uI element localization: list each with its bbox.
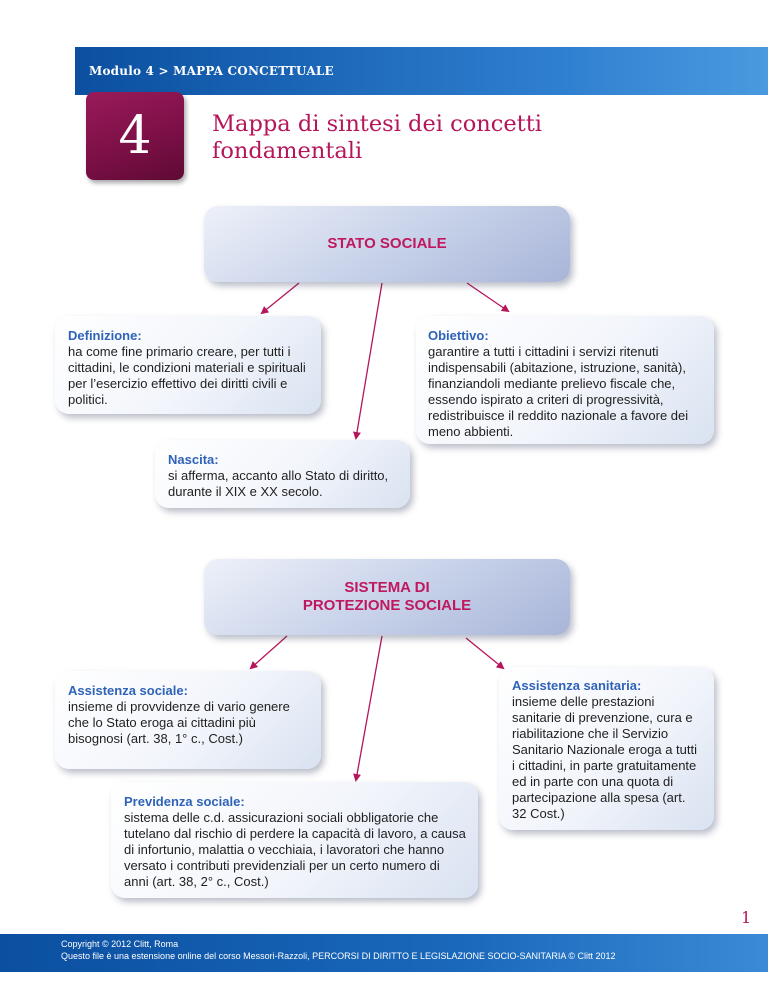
nascita-title: Nascita:: [168, 452, 219, 467]
definizione-title: Definizione:: [68, 328, 142, 343]
stato-sociale-box: STATO SOCIALE: [204, 206, 570, 282]
nascita-card: Nascita: si afferma, accanto allo Stato …: [155, 440, 410, 508]
arrow-to-obiettivo: [466, 282, 510, 313]
previdenza-sociale-card: Previdenza sociale: sistema delle c.d. a…: [111, 782, 478, 898]
protezione-sociale-box: SISTEMA DI PROTEZIONE SOCIALE: [204, 559, 570, 635]
definizione-text: ha come fine primario creare, per tutti …: [68, 344, 306, 407]
previdenza-sociale-title: Previdenza sociale:: [124, 794, 245, 809]
assistenza-sociale-card: Assistenza sociale: insieme di provviden…: [55, 671, 321, 769]
arrow-to-previdenza-sociale: [353, 635, 383, 782]
stato-sociale-heading: STATO SOCIALE: [327, 235, 447, 252]
page-title: Mappa di sintesi dei concetti fondamenta…: [212, 111, 542, 164]
breadcrumb: Modulo 4 > MAPPA CONCETTUALE: [89, 64, 334, 78]
previdenza-sociale-text: sistema delle c.d. assicurazioni sociali…: [124, 810, 466, 889]
arrow-to-nascita: [353, 282, 383, 440]
obiettivo-text: garantire a tutti i cittadini i servizi …: [428, 344, 689, 439]
obiettivo-card: Obiettivo: garantire a tutti i cittadini…: [416, 316, 714, 444]
protezione-heading-line2: PROTEZIONE SOCIALE: [302, 597, 472, 614]
assistenza-sanitaria-text: insieme delle prestazioni sanitarie di p…: [512, 694, 698, 821]
arrow-to-assistenza-sanitaria: [465, 637, 505, 670]
nascita-text: si afferma, accanto allo Stato di diritt…: [168, 468, 389, 499]
assistenza-sanitaria-title: Assistenza sanitaria:: [512, 678, 642, 693]
page-number: 1: [741, 908, 752, 927]
assistenza-sanitaria-card: Assistenza sanitaria: insieme delle pres…: [499, 667, 714, 830]
protezione-heading-line1: SISTEMA DI: [344, 579, 430, 596]
arrow-to-assistenza-sociale: [249, 635, 288, 670]
definizione-card: Definizione: ha come fine primario crear…: [55, 316, 321, 414]
module-number-badge: 4: [86, 92, 184, 180]
header-bar: [75, 47, 768, 95]
assistenza-sociale-title: Assistenza sociale:: [68, 683, 188, 698]
assistenza-sociale-text: insieme di provvidenze di vario genere c…: [68, 699, 290, 746]
module-number: 4: [118, 106, 152, 166]
footer-bar: Copyright © 2012 Clitt, Roma Questo file…: [0, 934, 768, 972]
copyright-text: Copyright © 2012 Clitt, Roma: [61, 939, 179, 949]
arrow-to-definizione: [260, 282, 300, 315]
obiettivo-title: Obiettivo:: [428, 328, 489, 343]
course-note: Questo file è una estensione online del …: [61, 950, 616, 961]
